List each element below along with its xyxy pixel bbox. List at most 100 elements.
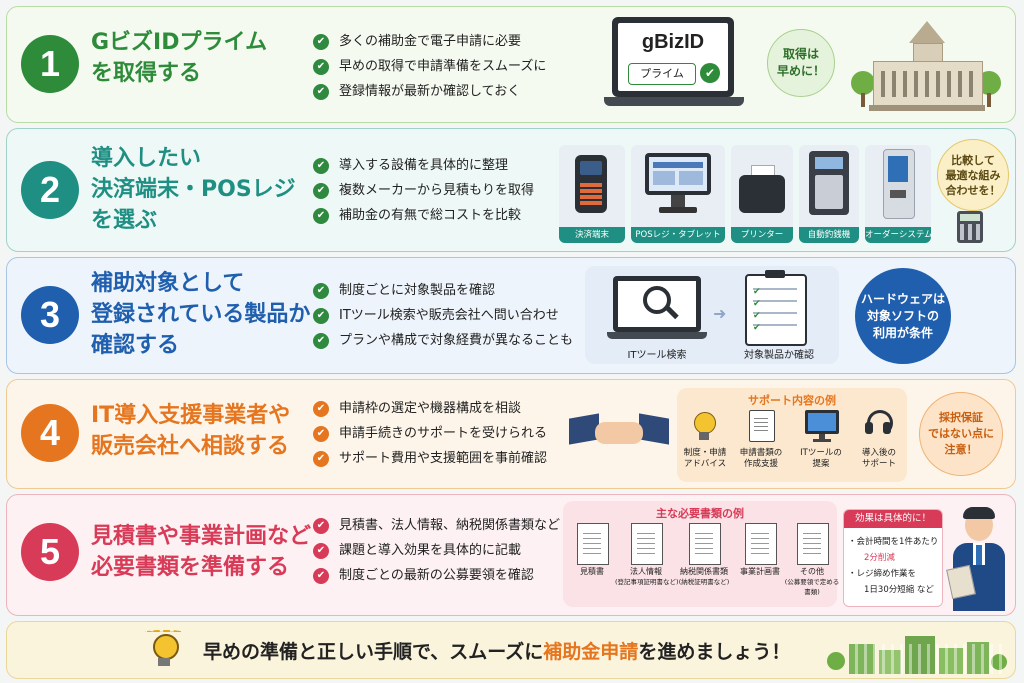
bullet-item: ✔サポート費用や支援範囲を事前確認 — [313, 446, 547, 471]
document-icon — [797, 523, 829, 565]
footer-highlight: 補助金申請 — [543, 641, 639, 663]
tip-text: ハードウェアは — [860, 291, 945, 306]
prime-badge: プライム — [628, 63, 696, 85]
step-title-line: 見積書や事業計画など — [91, 524, 312, 549]
bullet-text: 申請枠の選定や機器構成を相談 — [339, 401, 522, 416]
support-item-text: 申請書類の — [739, 448, 783, 458]
tip-text: 取得は — [782, 47, 819, 61]
tip-text: 注意！ — [944, 443, 978, 456]
handshake-icon — [569, 408, 669, 458]
step-title-line: 登録されている製品か — [91, 302, 311, 327]
step-title-line: を選ぶ — [91, 208, 158, 233]
step-title-line: 確認する — [91, 333, 180, 358]
device-card: 自動釣銭機 — [799, 145, 859, 243]
device-card: プリンター — [731, 145, 793, 243]
document-icon — [631, 523, 663, 565]
doc-label-text: 事業計画書 — [740, 567, 780, 576]
townscape-icon — [827, 630, 1007, 674]
support-item-text: 導入後の — [861, 448, 896, 458]
change-machine-icon — [809, 151, 849, 215]
footer-banner: 早めの準備と正しい手順で、スムーズに補助金申請を進めましょう！ — [6, 621, 1016, 679]
document-icon — [749, 410, 775, 442]
doc-label-text: 法人情報 — [630, 567, 662, 576]
step-number: 1 — [21, 35, 79, 93]
document-icon — [689, 523, 721, 565]
order-kiosk-icon — [883, 149, 915, 219]
device-label: プリンター — [731, 227, 793, 243]
bullet-item: ✔多くの補助金で電子申請に必要 — [313, 29, 546, 54]
tip-bubble: 取得は 早めに！ — [767, 29, 835, 97]
step-1-panel: 1 GビズIDプライム を取得する ✔多くの補助金で電子申請に必要 ✔早めの取得… — [6, 6, 1016, 123]
bullet-text: 導入する設備を具体的に整理 — [339, 158, 509, 173]
monitor-icon — [805, 410, 839, 442]
arrow-right-icon: ➜ — [713, 304, 727, 323]
bullet-item: ✔早めの取得で申請準備をスムーズに — [313, 54, 546, 79]
pos-register-icon — [645, 153, 711, 215]
step-number: 3 — [21, 286, 79, 344]
headset-icon — [865, 410, 893, 440]
device-label: POSレジ・タブレット — [631, 227, 725, 243]
bullet-item: ✔プランや構成で対象経費が異なることも — [313, 328, 573, 353]
support-item-text: 作成支援 — [743, 459, 778, 469]
step-4-panel: 4 IT導入支援事業者や 販売会社へ相談する ✔申請枠の選定や機器構成を相談 ✔… — [6, 379, 1016, 489]
device-label: 決済端末 — [559, 227, 625, 243]
tip-text: ではない点に — [928, 427, 994, 440]
support-item-text: サポート — [861, 459, 896, 469]
check-icon: ✔ — [313, 83, 329, 100]
laptop-icon — [607, 276, 707, 340]
device-label-text: 決済端末 — [574, 230, 609, 240]
payment-terminal-icon — [575, 155, 607, 213]
bullet-item: ✔申請手続きのサポートを受けられる — [313, 421, 547, 446]
effect-body: ・会計時間を1件あたり 2分削減 ・レジ締め作業を 1日30分短縮 など — [848, 534, 938, 598]
check-icon: ✔ — [313, 517, 329, 534]
tip-text: 最適な組み — [945, 168, 1001, 182]
government-building-icon — [847, 21, 1007, 113]
check-icon: ✔ — [313, 450, 329, 467]
doc-label-text: 見積書 — [580, 567, 604, 576]
check-process-card: ➜ ✔✔✔✔ ITツール検索 対象製品か確認 — [585, 266, 839, 364]
step-title-line: 販売会社へ相談する — [91, 434, 290, 459]
step-title: 補助対象として 登録されている製品か 確認する — [91, 268, 310, 361]
doc-label-text: 納税関係書類 — [680, 567, 728, 576]
device-label-text: 自動釣銭機 — [807, 230, 851, 240]
docs-title: 主な必要書類の例 — [656, 507, 744, 520]
tip-bubble: 比較して 最適な組み 合わせを！ — [937, 139, 1009, 211]
gbizid-logo: gBizID — [641, 31, 705, 53]
bullet-item: ✔制度ごとに対象製品を確認 — [313, 278, 573, 303]
support-item-text: アドバイス — [683, 459, 727, 469]
support-item: 申請書類の作成支援 — [733, 448, 789, 470]
bullet-item: ✔課題と導入効果を具体的に記載 — [313, 538, 560, 563]
bullet-text: 補助金の有無で総コストを比較 — [339, 208, 522, 223]
support-title: サポート内容の例 — [748, 394, 836, 407]
check-icon: ✔ — [313, 207, 329, 224]
check-icon: ✔ — [313, 182, 329, 199]
footer-text: 早めの準備と正しい手順で、スムーズに — [203, 641, 544, 663]
document-icon — [745, 523, 777, 565]
docs-card: 主な必要書類の例 見積書 法人情報(登記事項証明書など) 納税関係書類(納税証明… — [563, 501, 839, 607]
device-card: オーダーシステム — [865, 145, 933, 243]
bullet-text: 制度ごとの最新の公募要領を確認 — [339, 568, 534, 583]
bullet-list: ✔制度ごとに対象製品を確認 ✔ITツール検索や販売会社へ問い合わせ ✔プランや構… — [313, 278, 573, 353]
footer-message: 早めの準備と正しい手順で、スムーズに補助金申請を進めましょう！ — [203, 637, 790, 664]
bullet-item: ✔複数メーカーから見積もりを取得 — [313, 178, 534, 203]
check-icon: ✔ — [313, 33, 329, 50]
effect-title: 効果は具体的に！ — [844, 510, 942, 528]
tip-text: 採択保証 — [939, 411, 983, 424]
footer-text: を進めましょう！ — [638, 641, 791, 663]
device-label: 自動釣銭機 — [799, 227, 859, 243]
bullet-item: ✔導入する設備を具体的に整理 — [313, 153, 534, 178]
tip-text: 対象ソフトの — [866, 308, 939, 323]
step-number: 4 — [21, 404, 79, 462]
laptop-icon: gBizID プライム ✔ — [604, 17, 744, 109]
device-label-text: オーダーシステム — [865, 230, 933, 240]
search-label: ITツール検索 — [627, 350, 687, 361]
effect-line: 1日30分短縮 など — [864, 585, 934, 595]
check-icon: ✔ — [313, 567, 329, 584]
lightbulb-icon — [691, 410, 717, 442]
bullet-list: ✔ 申請枠の選定や機器構成を相談 ✔申請手続きのサポートを受けられる ✔サポート費… — [313, 396, 547, 471]
bullet-text: 申請手続きのサポートを受けられる — [339, 426, 548, 441]
step-title-line: 決済端末・POSレジ — [91, 177, 296, 202]
check-label: 対象製品か確認 — [744, 350, 814, 361]
check-icon: ✔ — [313, 332, 329, 349]
support-item-text: 提案 — [812, 459, 830, 469]
